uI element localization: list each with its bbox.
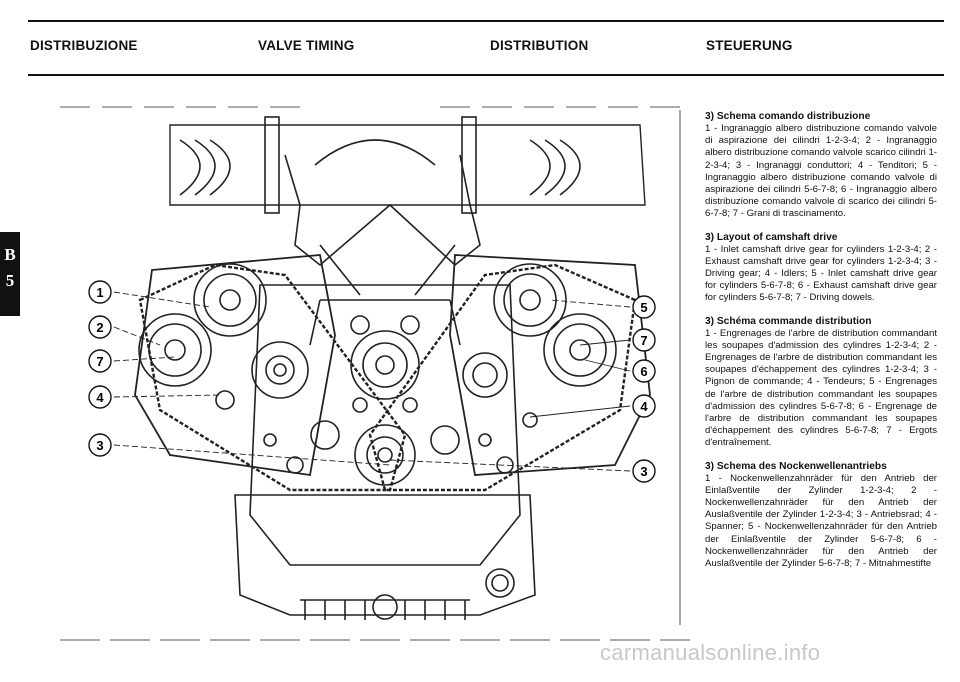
section-french: 3) Schéma commande distribution 1 - Engr… (705, 315, 937, 450)
section-english-body: 1 - Inlet camshaft drive gear for cylind… (705, 243, 937, 304)
callout-left-2: 2 (96, 320, 103, 335)
engine-timing-diagram: 1 2 7 4 3 5 7 6 4 3 (60, 95, 690, 655)
header-english: VALVE TIMING (258, 38, 355, 53)
section-tab-letter: B (4, 245, 16, 264)
header-bottom-rule (28, 74, 944, 76)
header-italian: DISTRIBUZIONE (30, 38, 138, 53)
section-tab: B 5 (0, 232, 20, 316)
callout-right-2: 7 (640, 333, 647, 348)
section-english-title: 3) Layout of camshaft drive (705, 231, 838, 243)
callout-right-5: 3 (640, 464, 647, 479)
callout-left-4: 4 (96, 390, 104, 405)
callout-right-3: 6 (640, 364, 647, 379)
callout-left-5: 3 (96, 438, 103, 453)
section-german-body: 1 - Nockenwellenzahnräder für den Antrie… (705, 472, 937, 570)
header-french: DISTRIBUTION (490, 38, 589, 53)
legend-text-column: 3) Schema comando distribuzione 1 - Ingr… (705, 110, 937, 580)
section-french-body: 1 - Engrenages de l'arbre de distributio… (705, 327, 937, 449)
section-german-title: 3) Schema des Nockenwellenantriebs (705, 460, 887, 472)
section-french-title: 3) Schéma commande distribution (705, 315, 872, 327)
section-italian-title: 3) Schema comando distribuzione (705, 111, 871, 122)
header-german: STEUERUNG (706, 38, 793, 53)
section-italian-body: 1 - Ingranaggio albero distribuzione com… (705, 123, 937, 220)
section-tab-number: 5 (5, 271, 15, 290)
callout-left-3: 7 (96, 354, 103, 369)
page-header: DISTRIBUZIONE VALVE TIMING DISTRIBUTION … (0, 0, 960, 80)
callout-left-1: 1 (96, 285, 103, 300)
engine-drawing: 1 2 7 4 3 5 7 6 4 3 (60, 106, 690, 641)
section-italian: 3) Schema comando distribuzione 1 - Ingr… (705, 110, 937, 221)
watermark: carmanualsonline.info (600, 640, 821, 665)
section-german: 3) Schema des Nockenwellenantriebs 1 - N… (705, 460, 937, 571)
callout-right-4: 4 (640, 399, 648, 414)
callout-right-1: 5 (640, 300, 647, 315)
header-top-rule (28, 20, 944, 22)
section-english: 3) Layout of camshaft drive 1 - Inlet ca… (705, 231, 937, 305)
